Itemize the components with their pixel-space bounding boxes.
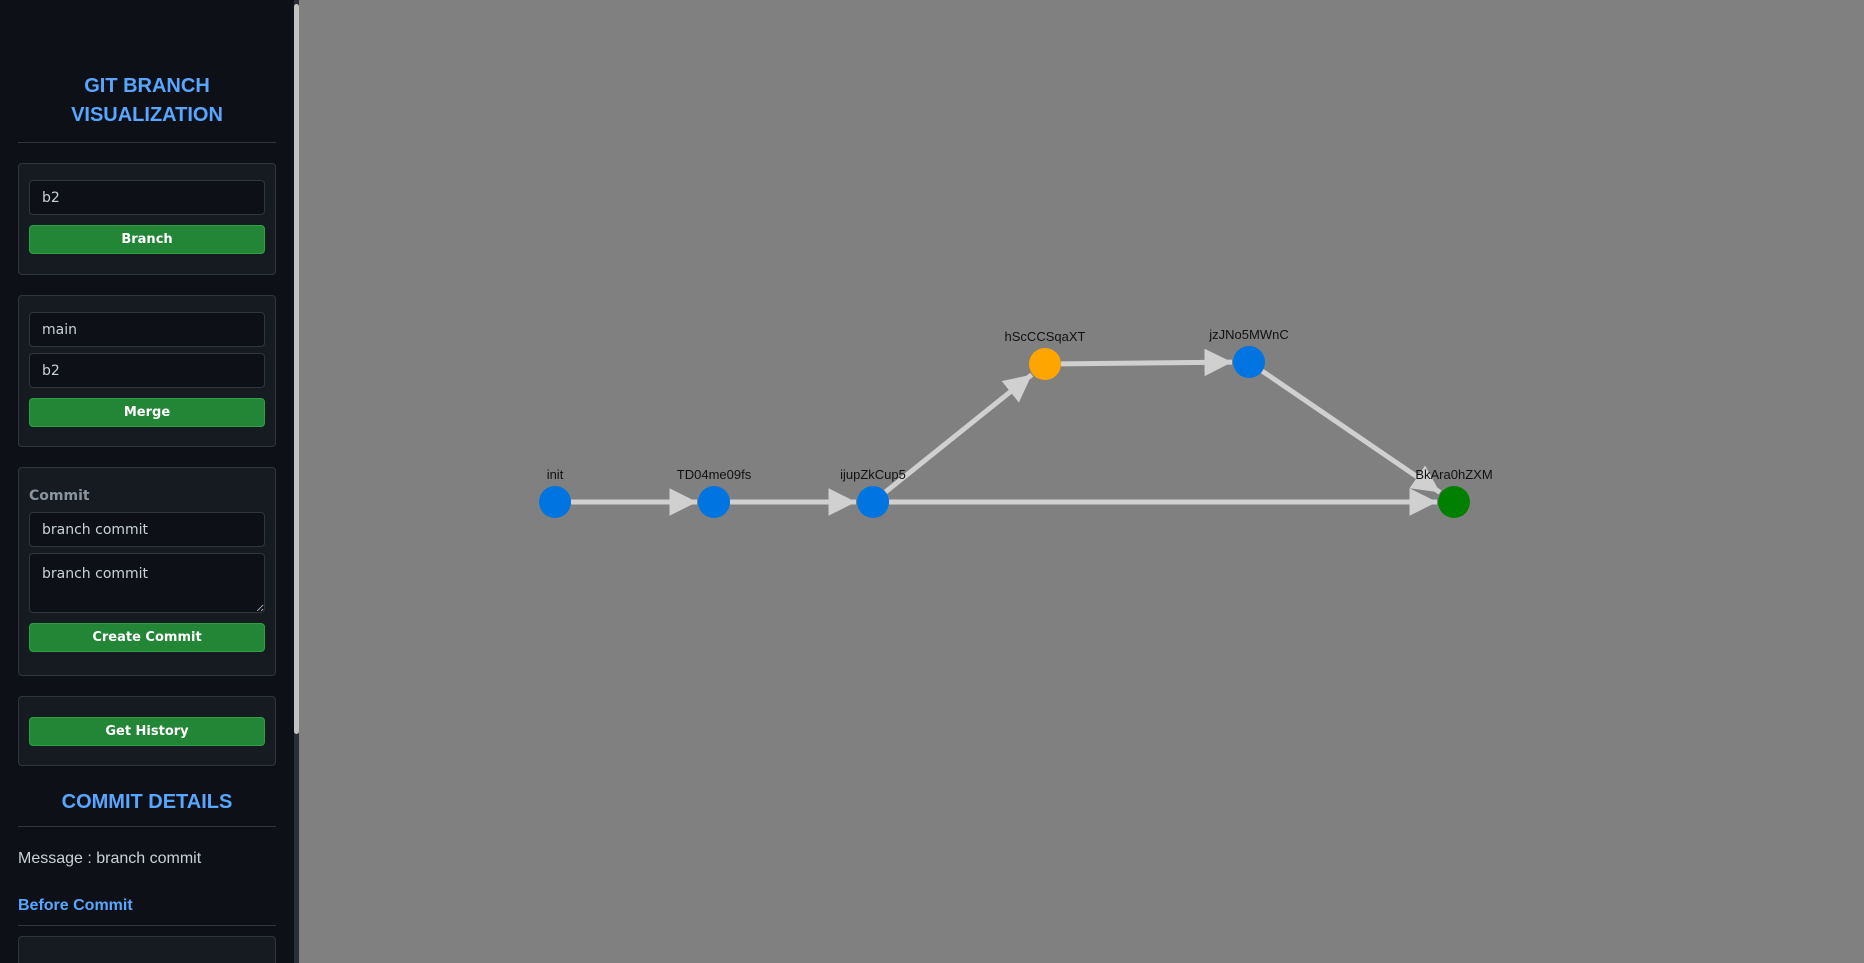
commit-details-message: Message : branch commit xyxy=(18,850,202,867)
merge-button[interactable]: Merge xyxy=(29,398,265,427)
commit-node-label: TD04me09fs xyxy=(677,467,752,482)
sidebar: GIT BRANCH VISUALIZATION Branch Merge Co… xyxy=(0,0,296,963)
commit-node-label: hScCCSqaXT xyxy=(1005,329,1086,344)
edges-layer xyxy=(571,348,1442,516)
edge-ijupZkCup5-hScCCSqaXT xyxy=(883,372,1034,494)
before-commit-title: Before Commit xyxy=(18,897,276,926)
commit-title-input[interactable] xyxy=(29,512,265,547)
commit-node-circle[interactable] xyxy=(539,486,571,518)
commit-graph-canvas: init TD04me09fs ijupZkCup5 hScCCSqaXT jzJNo5… xyxy=(539,327,1493,518)
commit-node-circle[interactable] xyxy=(1029,348,1061,380)
commit-node-hScCCSqaXT[interactable]: hScCCSqaXT xyxy=(1005,329,1086,380)
commit-node-BkAra0hZXM[interactable]: BkAra0hZXM xyxy=(1415,467,1493,518)
commit-label: Commit xyxy=(29,488,90,504)
sidebar-scrollbar-thumb[interactable] xyxy=(294,4,299,734)
commit-node-label: init xyxy=(547,467,564,482)
commit-node-label: jzJNo5MWnC xyxy=(1208,327,1288,342)
branch-button[interactable]: Branch xyxy=(29,225,265,254)
edge-hScCCSqaXT-jzJNo5MWnC xyxy=(1060,348,1233,377)
commit-graph[interactable]: init TD04me09fs ijupZkCup5 hScCCSqaXT jzJNo5… xyxy=(299,0,1864,963)
commit-message-textarea[interactable]: branch commit xyxy=(29,553,265,613)
commit-node-circle[interactable] xyxy=(1233,346,1265,378)
branch-name-input[interactable] xyxy=(29,180,265,215)
commit-panel: Commit branch commit Create Commit xyxy=(18,467,276,676)
commit-node-init[interactable]: init xyxy=(539,467,571,518)
merge-source-input[interactable] xyxy=(29,312,265,347)
commit-node-ijupZkCup5[interactable]: ijupZkCup5 xyxy=(840,467,906,518)
branch-panel: Branch xyxy=(18,163,276,275)
edge-jzJNo5MWnC-BkAra0hZXM xyxy=(1260,368,1442,495)
get-history-button[interactable]: Get History xyxy=(29,717,265,746)
before-commit-box xyxy=(18,936,276,963)
commit-node-circle[interactable] xyxy=(1438,486,1470,518)
sidebar-scrollbar[interactable] xyxy=(294,0,299,963)
commit-node-circle[interactable] xyxy=(698,486,730,518)
commit-node-circle[interactable] xyxy=(857,486,889,518)
commit-node-label: BkAra0hZXM xyxy=(1415,467,1492,482)
merge-target-input[interactable] xyxy=(29,353,265,388)
app-title: GIT BRANCH VISUALIZATION xyxy=(18,72,276,143)
commit-details-title: COMMIT DETAILS xyxy=(18,791,276,827)
merge-panel: Merge xyxy=(18,295,276,447)
commit-node-jzJNo5MWnC[interactable]: jzJNo5MWnC xyxy=(1208,327,1289,378)
nodes-layer: init TD04me09fs ijupZkCup5 hScCCSqaXT jzJNo5… xyxy=(539,327,1493,518)
history-panel: Get History xyxy=(18,696,276,766)
commit-node-TD04me09fs[interactable]: TD04me09fs xyxy=(677,467,752,518)
create-commit-button[interactable]: Create Commit xyxy=(29,623,265,652)
commit-node-label: ijupZkCup5 xyxy=(840,467,906,482)
